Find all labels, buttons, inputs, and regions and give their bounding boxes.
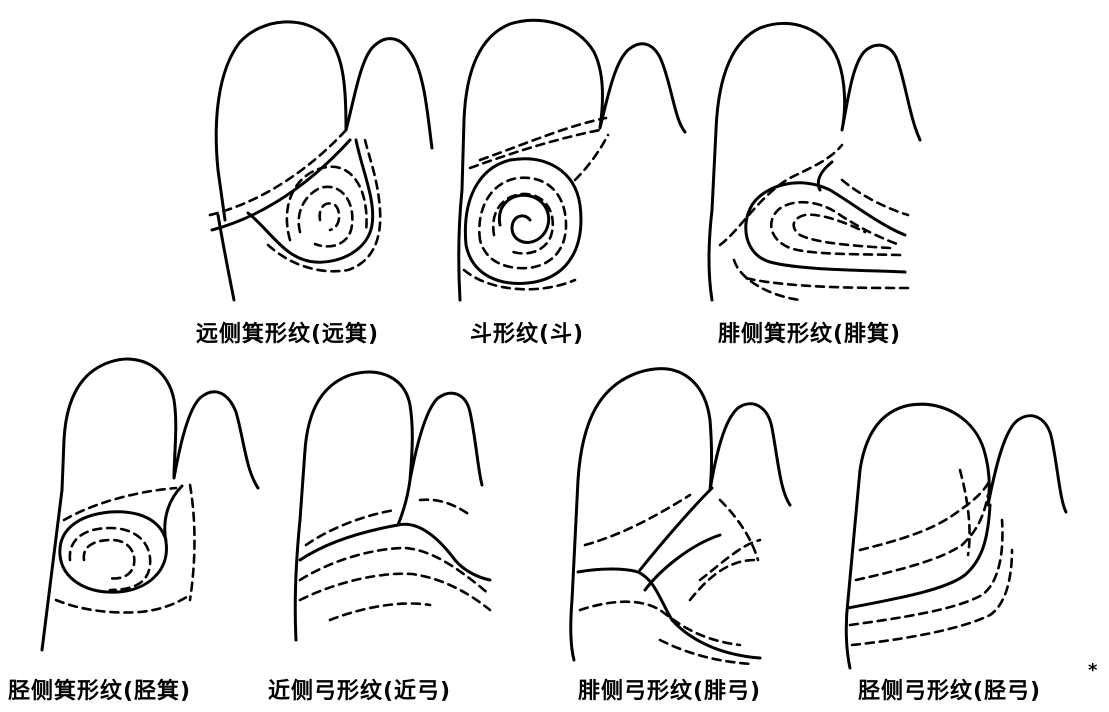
arch-dashed-3 [852, 550, 1012, 645]
toe-base-outline [709, 210, 712, 300]
toe-tibial-loop [42, 359, 258, 650]
loop-dashed-2 [84, 540, 134, 578]
ridge-dashed-1 [720, 145, 842, 245]
caption-whorl: 斗形纹(斗) [470, 322, 584, 348]
whorl-spiral-line [499, 195, 548, 242]
arch-line-2 [398, 480, 410, 525]
toe-base-outline [459, 190, 462, 300]
toe-base-outline [42, 490, 62, 650]
caption-proximal-arch: 近侧弓形纹(近弓) [268, 679, 451, 705]
footnote-asterisk: * [1088, 660, 1097, 681]
arch-dashed-1 [856, 495, 988, 580]
toe-base-outline [846, 600, 850, 668]
loop-dashed-inner-2 [320, 203, 339, 230]
loop-core-line [248, 140, 373, 262]
loop-dashed-3 [56, 595, 190, 613]
toe-proximal-arch [295, 372, 490, 640]
caption-tibial-loop: 胫侧箕形纹(胫箕) [8, 679, 191, 705]
toe-tibial-arch [846, 404, 1066, 668]
toe-fibular-loop [709, 23, 920, 300]
arch-dashed-2 [850, 520, 1002, 625]
caption-tibial-arch: 胫侧弓形纹(胫弓) [858, 679, 1041, 705]
loop-dashed-3 [745, 278, 908, 288]
loop-dashed-1 [771, 202, 900, 255]
ridge-dashed-1 [64, 488, 176, 520]
toe-outline [572, 369, 790, 600]
arch-dashed-1 [580, 602, 740, 645]
loop-outer-line [746, 183, 905, 272]
arch-dashed-3 [330, 603, 430, 620]
toe-whorl [459, 20, 685, 300]
arch-line-3 [645, 535, 720, 590]
ridge-dashed-1 [585, 495, 690, 545]
toe-distal-loop [210, 22, 432, 300]
toe-outline [216, 22, 432, 220]
toe-outline [712, 23, 920, 210]
arch-line-1 [578, 569, 760, 658]
arch-dashed-2 [300, 574, 490, 610]
loop-dashed-inner-1 [299, 187, 353, 247]
loop-dashed-1 [70, 528, 150, 590]
caption-fibular-arch: 腓侧弓形纹(腓弓) [578, 679, 761, 705]
caption-distal-loop: 远侧箕形纹(远箕) [196, 322, 379, 348]
ridge-dashed-2 [480, 118, 606, 160]
toe-base-outline [571, 600, 574, 660]
toe-outline [300, 372, 482, 520]
whorl-dashed-4 [575, 135, 608, 180]
toe-outline [848, 404, 1066, 600]
ridge-dashed-2 [190, 485, 195, 600]
caption-fibular-loop: 腓侧箕形纹(腓箕) [718, 322, 901, 348]
ridge-dashed-1 [470, 130, 600, 168]
loop-outer-line [60, 486, 182, 592]
toe-outline [62, 359, 258, 490]
arch-dashed-4 [420, 500, 470, 515]
toe-fibular-arch [571, 369, 790, 664]
loop-dashed-4 [842, 180, 908, 215]
